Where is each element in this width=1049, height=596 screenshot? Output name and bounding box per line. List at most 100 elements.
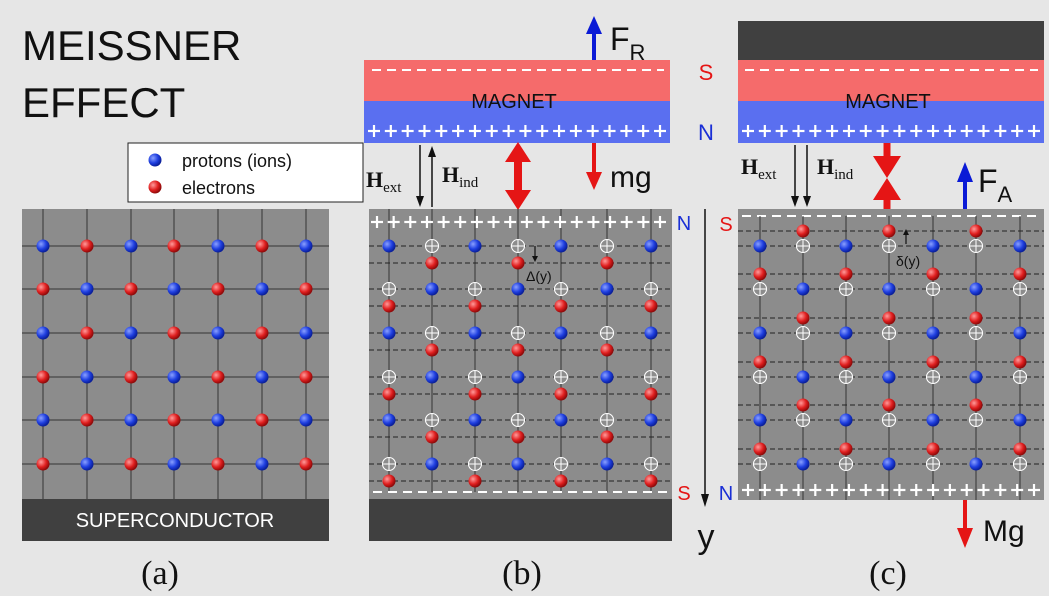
proton — [969, 457, 983, 471]
electron — [382, 299, 396, 313]
proton — [299, 239, 313, 253]
electron — [425, 430, 439, 444]
electron — [468, 387, 482, 401]
proton — [882, 370, 896, 384]
proton — [425, 282, 439, 296]
proton — [554, 239, 568, 253]
panel-b-y-axis-arrow — [701, 209, 709, 507]
proton — [124, 326, 138, 340]
panel-c-sc-pole-top: S — [719, 214, 732, 236]
panel-b-sc-pole-bottom: S — [677, 483, 690, 505]
panel-c-force-down-label: Mg — [983, 515, 1025, 548]
proton — [36, 413, 50, 427]
proton — [600, 370, 614, 384]
legend: protons (ions) electrons — [127, 142, 364, 203]
proton — [882, 282, 896, 296]
electron — [1013, 442, 1027, 456]
electron — [36, 370, 50, 384]
proton — [468, 239, 482, 253]
electron — [1013, 355, 1027, 369]
proton — [1013, 239, 1027, 253]
proton — [382, 326, 396, 340]
proton — [299, 413, 313, 427]
electron — [796, 398, 810, 412]
proton — [753, 239, 767, 253]
panel-b-magnet-label: MAGNET — [471, 91, 557, 113]
proton — [882, 457, 896, 471]
panel-b-h-ext-subscript: ext — [383, 180, 402, 196]
proton — [796, 282, 810, 296]
panel-b-shift-label: Δ(y) — [526, 268, 552, 284]
legend-electron-marker — [148, 180, 162, 194]
panel-c-shift-arrow — [903, 229, 909, 244]
panel-c-force-up-subscript: A — [998, 182, 1013, 207]
panel-b-magnet-pole-top: S — [699, 60, 714, 85]
title-line1: MEISSNER — [22, 22, 241, 69]
electron — [425, 343, 439, 357]
electron — [299, 370, 313, 384]
panel-b-h-ext-label: Hext — [366, 167, 402, 196]
proton — [382, 239, 396, 253]
proton — [211, 326, 225, 340]
title-line2: EFFECT — [22, 79, 185, 126]
panel-c-h-ext-symbol: H — [741, 154, 758, 179]
panel-b-y-axis-label: y — [698, 518, 715, 556]
panel-c-sc-pole-bottom: N — [719, 483, 733, 505]
proton — [167, 282, 181, 296]
electron — [511, 343, 525, 357]
proton — [839, 239, 853, 253]
proton — [554, 413, 568, 427]
electron — [644, 299, 658, 313]
proton — [511, 282, 525, 296]
electron — [124, 370, 138, 384]
proton — [926, 413, 940, 427]
panel-c-top-block — [738, 21, 1044, 60]
proton — [1013, 413, 1027, 427]
proton — [600, 457, 614, 471]
panel-b-shift-arrow — [532, 246, 538, 262]
electron — [255, 239, 269, 253]
proton — [644, 239, 658, 253]
electron — [644, 387, 658, 401]
panel-a-label: (a) — [141, 555, 179, 592]
panel-c-h-ind-subscript: ind — [834, 167, 854, 183]
proton — [124, 413, 138, 427]
panel-c-magnet-south — [738, 60, 1044, 101]
panel-a-base-label: SUPERCONDUCTOR — [76, 510, 275, 532]
panel-c-superconductor-plus-row — [742, 484, 1040, 496]
panel-b-base — [369, 499, 672, 541]
panel-c-shift-label: δ(y) — [896, 253, 920, 269]
panel-b-repulsion-arrow — [505, 142, 531, 210]
electron — [969, 311, 983, 325]
panel-b-superconductor-plus-row — [371, 216, 666, 228]
electron — [753, 355, 767, 369]
panel-b-magnet-pole-bottom: N — [698, 120, 714, 145]
proton — [255, 457, 269, 471]
electron — [80, 413, 94, 427]
electron — [796, 311, 810, 325]
electron — [255, 413, 269, 427]
legend-proton-marker — [148, 153, 162, 167]
proton — [468, 326, 482, 340]
electron — [969, 224, 983, 238]
electron — [600, 256, 614, 270]
proton — [425, 457, 439, 471]
electron — [600, 430, 614, 444]
panel-b-h-ind-symbol: H — [442, 162, 459, 187]
proton — [211, 239, 225, 253]
electron — [468, 474, 482, 488]
proton — [255, 370, 269, 384]
panel-c-force-up-label: FA — [978, 163, 1013, 207]
electron — [969, 398, 983, 412]
proton — [644, 413, 658, 427]
panel-b-h-ind-label: Hind — [442, 162, 479, 191]
panel-c-attraction-arrow — [873, 143, 901, 210]
proton — [753, 413, 767, 427]
panel-c-magnet-label: MAGNET — [845, 91, 931, 113]
electron — [511, 256, 525, 270]
panel-b-force-down-arrow — [586, 143, 602, 190]
panel-c-h-ext-arrow — [791, 145, 799, 207]
electron — [554, 299, 568, 313]
